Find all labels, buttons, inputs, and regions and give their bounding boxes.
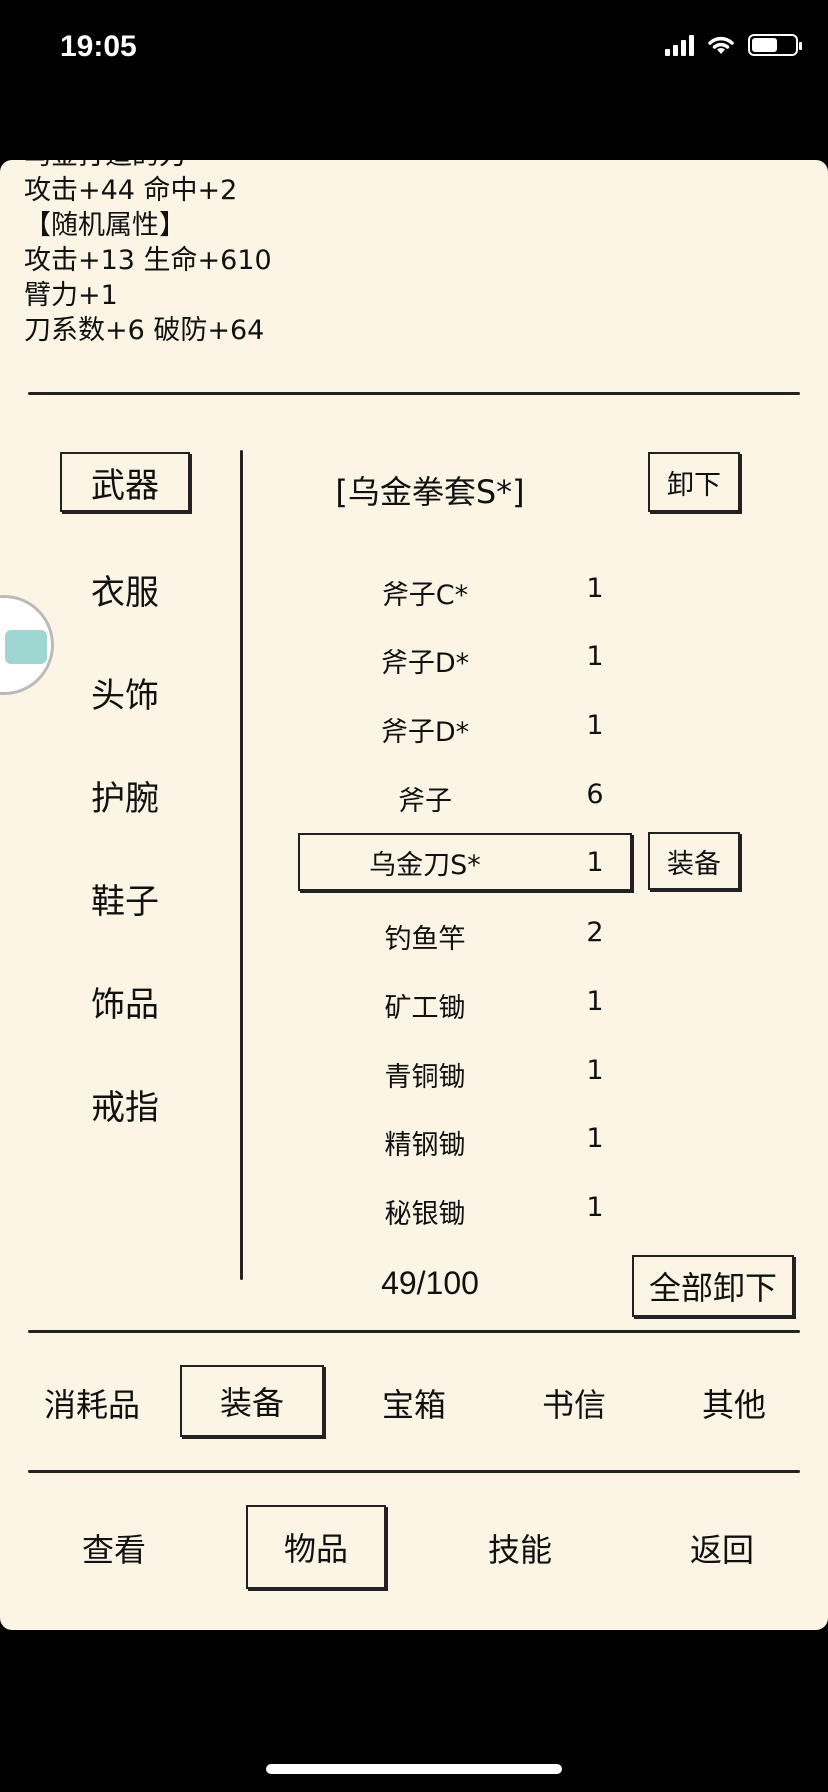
list-item[interactable]: 斧子C* 1: [300, 563, 620, 613]
home-indicator[interactable]: [266, 1764, 562, 1774]
list-item[interactable]: 斧子 6: [300, 769, 620, 819]
status-bar: 19:05: [0, 0, 828, 100]
status-icons: [665, 34, 802, 56]
item-count: 1: [586, 1055, 604, 1086]
category-shoes[interactable]: 鞋子: [91, 882, 159, 922]
item-count: 2: [586, 917, 604, 948]
divider: [28, 1470, 800, 1473]
item-name: 精钢锄: [384, 1130, 466, 1161]
item-count: 1: [586, 846, 604, 878]
item-count: 1: [586, 573, 604, 604]
tab-label: 装备: [219, 1384, 284, 1422]
description-line: 攻击+13 生命+610: [24, 245, 272, 276]
tab-equipment[interactable]: 装备: [180, 1365, 324, 1437]
battery-icon: [748, 34, 802, 56]
vertical-divider: [240, 450, 243, 1280]
tab-back[interactable]: 返回: [689, 1531, 754, 1569]
tab-items[interactable]: 物品: [246, 1505, 386, 1589]
unequip-label: 卸下: [667, 469, 721, 501]
item-count: 1: [586, 710, 604, 741]
item-name: 钓鱼竿: [384, 924, 466, 955]
item-name: 秘银锄: [384, 1199, 466, 1230]
item-name: 斧子: [398, 786, 452, 817]
inventory-panel: 乌金打造的刀 攻击+44 命中+2 【随机属性】 攻击+13 生命+610 臂力…: [0, 160, 828, 1630]
category-headwear[interactable]: 头饰: [91, 676, 159, 716]
app-logo-icon: [5, 630, 47, 664]
battery-fill: [752, 38, 778, 52]
item-count: 6: [586, 779, 604, 810]
category-accessories[interactable]: 饰品: [91, 985, 159, 1025]
divider: [28, 1330, 800, 1333]
tab-label: 物品: [283, 1530, 348, 1568]
item-name: 矿工锄: [384, 993, 466, 1024]
tab-consumables[interactable]: 消耗品: [43, 1386, 140, 1424]
item-count: 1: [586, 641, 604, 672]
item-count: 1: [586, 986, 604, 1017]
tab-chests[interactable]: 宝箱: [381, 1386, 446, 1424]
item-count: 1: [586, 1123, 604, 1154]
unequip-all-label: 全部卸下: [648, 1269, 777, 1307]
equipped-item-name: [乌金拳套S*]: [335, 473, 525, 511]
equip-label: 装备: [667, 848, 721, 880]
divider: [28, 392, 800, 395]
category-clothes[interactable]: 衣服: [91, 573, 159, 613]
tab-skills[interactable]: 技能: [487, 1531, 552, 1569]
unequip-button[interactable]: 卸下: [648, 452, 740, 512]
list-item[interactable]: 秘银锄 1: [300, 1182, 620, 1232]
item-count: 1: [586, 1192, 604, 1223]
list-item[interactable]: 精钢锄 1: [300, 1113, 620, 1163]
category-weapon[interactable]: 武器: [60, 452, 190, 512]
item-name: 青铜锄: [384, 1062, 466, 1093]
description-line: 攻击+44 命中+2: [24, 175, 238, 206]
tab-view[interactable]: 查看: [81, 1531, 146, 1569]
description-line: 刀系数+6 破防+64: [24, 315, 265, 346]
inventory-capacity: 49/100: [381, 1265, 479, 1301]
item-name: 斧子C*: [381, 580, 469, 611]
list-item[interactable]: 钓鱼竿 2: [300, 907, 620, 957]
unequip-all-button[interactable]: 全部卸下: [632, 1255, 794, 1317]
category-bracers[interactable]: 护腕: [91, 779, 159, 819]
list-item[interactable]: 青铜锄 1: [300, 1045, 620, 1095]
description-line: 臂力+1: [24, 280, 118, 311]
item-name: 斧子D*: [380, 717, 470, 748]
category-label: 武器: [91, 465, 159, 506]
category-rings[interactable]: 戒指: [91, 1088, 159, 1128]
tab-other[interactable]: 其他: [701, 1386, 766, 1424]
wifi-icon: [708, 36, 734, 54]
list-item[interactable]: 斧子D* 1: [300, 631, 620, 681]
item-name: 斧子D*: [380, 648, 470, 679]
selected-list-item[interactable]: 乌金刀S* 1: [298, 833, 632, 891]
status-time: 19:05: [60, 30, 137, 63]
item-name: 乌金刀S*: [369, 849, 481, 881]
cellular-signal-icon: [665, 34, 694, 56]
list-item[interactable]: 斧子D* 1: [300, 700, 620, 750]
item-description[interactable]: 乌金打造的刀 攻击+44 命中+2 【随机属性】 攻击+13 生命+610 臂力…: [24, 160, 804, 380]
list-item[interactable]: 矿工锄 1: [300, 976, 620, 1026]
equip-button[interactable]: 装备: [648, 832, 740, 890]
tab-letters[interactable]: 书信: [541, 1386, 606, 1424]
description-line: 【随机属性】: [24, 210, 186, 241]
description-line: 乌金打造的刀: [24, 160, 804, 173]
